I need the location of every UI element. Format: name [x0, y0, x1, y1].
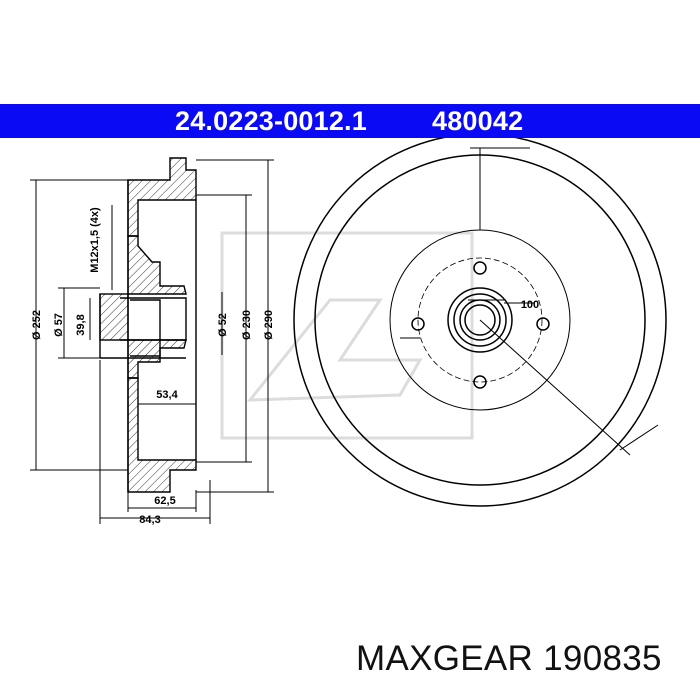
footer-brand: MAXGEAR [356, 639, 534, 678]
dim-84-3: 84,3 [139, 514, 160, 526]
dim-53-4: 53,4 [156, 389, 178, 401]
dim-62-5: 62,5 [154, 495, 175, 507]
header-banner: 24.0223-0012.1 480042 [0, 104, 700, 138]
footer-part-number: 190835 [543, 639, 662, 678]
dim-d252: Ø 252 [31, 310, 43, 340]
dim-d230: Ø 230 [241, 310, 253, 340]
footer-label: MAXGEAR 190835 [356, 639, 662, 679]
dim-thread: M12x1,5 (4x) [89, 207, 101, 273]
header-reference-number: 480042 [432, 106, 524, 136]
watermark-logo [220, 231, 474, 440]
front-view [293, 133, 667, 507]
dimension-lines [30, 159, 274, 524]
dim-pcd-100: 100 [521, 299, 539, 311]
cross-section-view [99, 157, 197, 493]
dim-d57: Ø 57 [53, 313, 65, 337]
dim-d290: Ø 290 [263, 310, 275, 340]
dim-39-8: 39,8 [75, 314, 87, 335]
dim-d52: Ø 52 [217, 313, 229, 337]
header-part-number: 24.0223-0012.1 [175, 106, 367, 136]
